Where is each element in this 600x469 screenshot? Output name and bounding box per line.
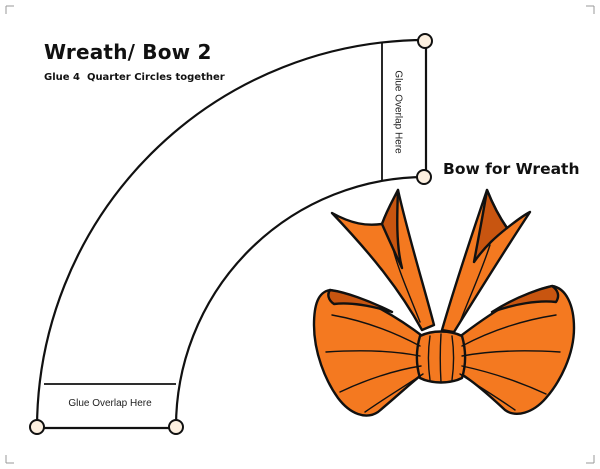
bow-crease-lines (325, 244, 561, 413)
glue-overlap-label-horizontal: Glue Overlap Here (68, 398, 152, 409)
bow-right-loop-inner (490, 284, 560, 314)
registration-mark-icon (5, 5, 595, 464)
bow-left-loop-inner (327, 288, 394, 314)
bow-icon (312, 188, 576, 417)
bow-right-tail-fold (472, 188, 509, 264)
page-subtitle: Glue 4 Quarter Circles together (44, 72, 225, 83)
quarter-circle-outline (35, 38, 428, 430)
page-title: Wreath/ Bow 2 (44, 40, 212, 64)
glue-overlap-label-vertical: Glue Overlap Here (392, 70, 404, 154)
corner-marker-icon (29, 33, 433, 435)
bow-title: Bow for Wreath (443, 160, 580, 178)
